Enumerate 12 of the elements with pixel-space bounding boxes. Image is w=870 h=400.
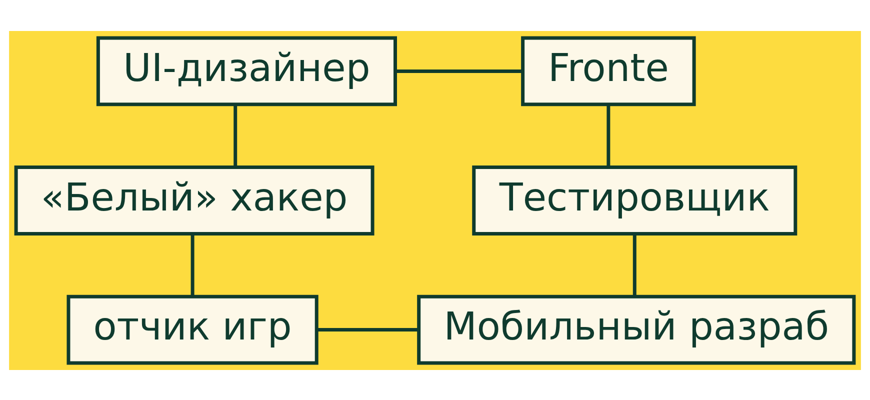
connector [234,104,238,166]
connector [632,233,636,296]
node-box: отчик игр [66,294,318,364]
connector [606,104,610,166]
node-box: Тестировщик [472,165,798,235]
node-box: «Белый» хакер [14,165,374,235]
connector [190,233,194,296]
connector [316,328,419,332]
node-box: Fronte [521,36,696,106]
node-box: Мобильный разраб [417,294,856,364]
node-box: UI-дизайнер [96,36,397,106]
connector [395,68,522,72]
